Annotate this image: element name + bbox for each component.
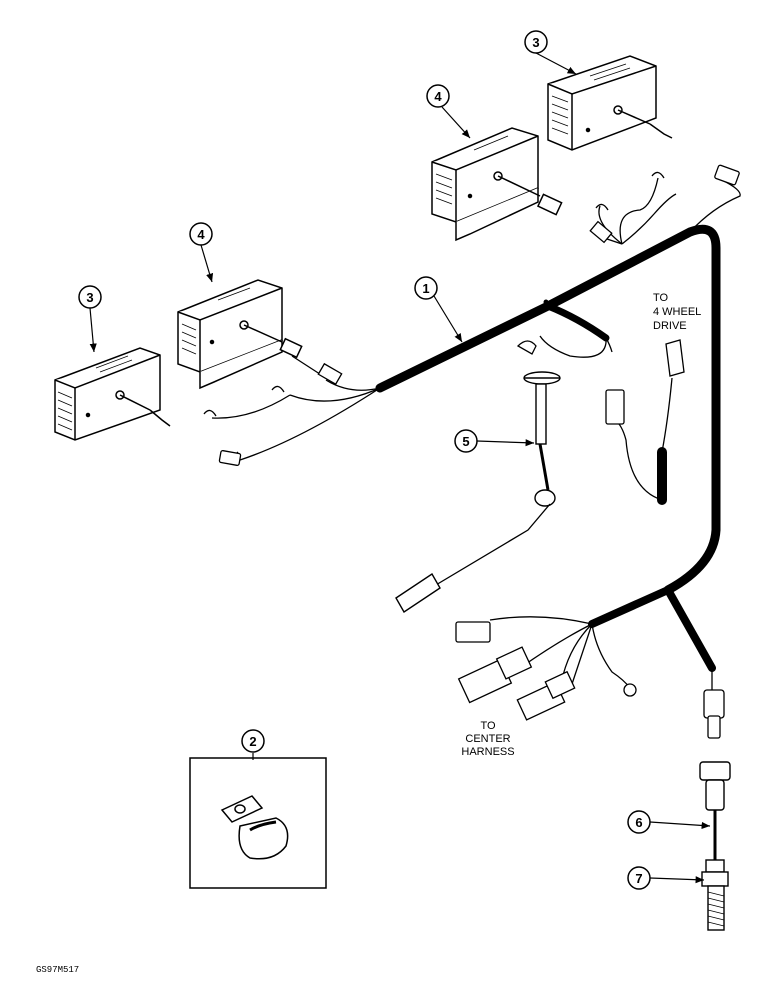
figure-code: GS97M517 (36, 965, 79, 975)
callout-4-left: 4 (189, 222, 213, 246)
svg-text:TO: TO (653, 292, 669, 304)
svg-text:2: 2 (249, 734, 256, 749)
label-to-center-harness: TO CENTER HARNESS (461, 720, 514, 758)
sensor-7 (701, 859, 729, 931)
callout-5: 5 (454, 429, 478, 453)
callout-3-left: 3 (78, 285, 102, 309)
main-harness (375, 224, 721, 672)
svg-text:6: 6 (635, 815, 642, 830)
label-to-4wd: TO 4 WHEEL DRIVE (653, 292, 701, 332)
svg-text:4: 4 (434, 89, 442, 104)
light-3-top (547, 55, 673, 151)
svg-text:CENTER: CENTER (465, 733, 510, 745)
callout-7: 7 (627, 866, 651, 890)
svg-text:7: 7 (635, 871, 642, 886)
clip-box (189, 757, 327, 889)
svg-text:5: 5 (462, 434, 469, 449)
svg-text:DRIVE: DRIVE (653, 320, 687, 332)
svg-text:HARNESS: HARNESS (461, 746, 514, 758)
light-4-top (431, 127, 563, 242)
callout-2: 2 (241, 729, 265, 753)
connector-6 (699, 761, 731, 860)
svg-text:3: 3 (86, 290, 93, 305)
svg-text:TO: TO (480, 720, 496, 732)
leader-lines (89, 52, 711, 884)
svg-text:4: 4 (197, 227, 205, 242)
light-4-left (177, 279, 303, 390)
callout-6: 6 (627, 810, 651, 834)
svg-text:1: 1 (422, 281, 429, 296)
svg-text:4 WHEEL: 4 WHEEL (653, 306, 701, 318)
callout-4-top: 4 (426, 84, 450, 108)
light-3-left (54, 347, 171, 441)
callout-3-top: 3 (524, 30, 548, 54)
connectors (203, 164, 740, 739)
branch-wires (211, 177, 741, 691)
fuel-sender (395, 371, 561, 613)
svg-text:3: 3 (532, 35, 539, 50)
callout-1: 1 (414, 276, 438, 300)
